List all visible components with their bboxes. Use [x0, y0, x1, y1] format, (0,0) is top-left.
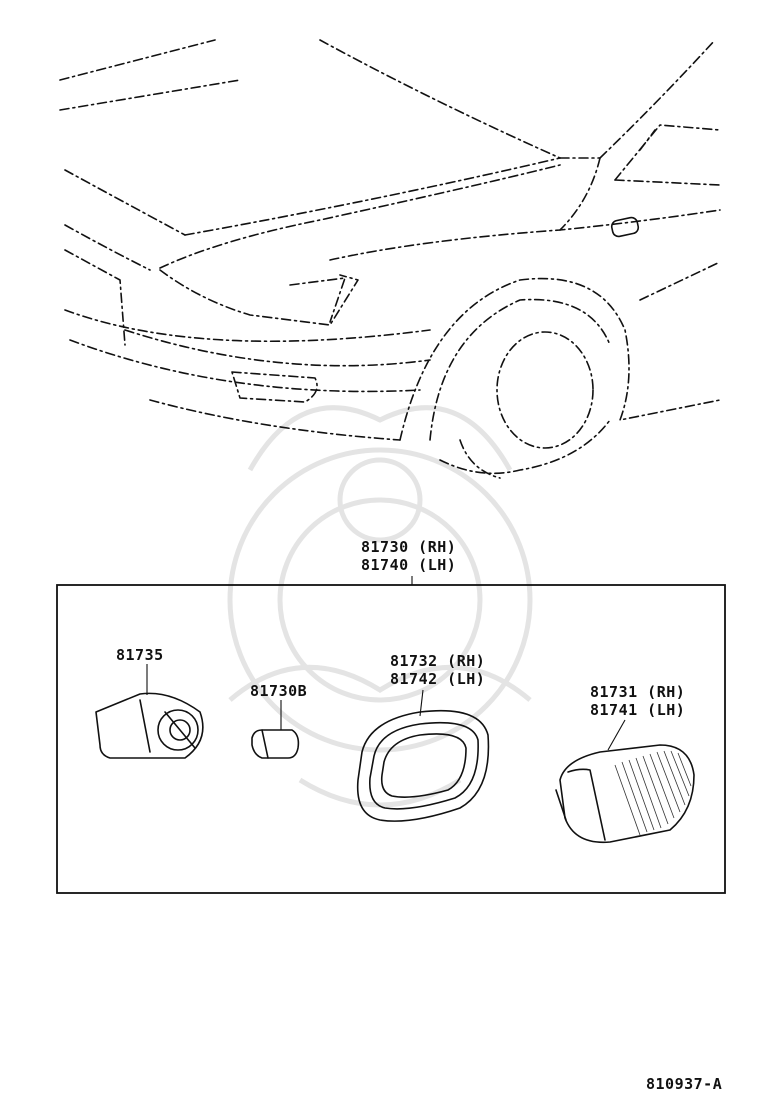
- watermark-emblem: [227, 405, 533, 808]
- gasket-part: [356, 689, 490, 822]
- assembly-label-lh: 81740 (LH): [361, 556, 457, 574]
- lens-label-rh: 81731 (RH): [590, 683, 686, 701]
- lens-part: [555, 719, 695, 844]
- figure-id: 810937-A: [646, 1075, 723, 1093]
- socket-label: 81735: [116, 646, 164, 664]
- assembly-label: 81730 (RH) 81740 (LH): [361, 538, 456, 574]
- socket-part: [95, 664, 204, 759]
- lens-hatching: [614, 750, 692, 836]
- bulb-part: [251, 700, 300, 759]
- gasket-label: 81732 (RH) 81742 (LH): [390, 652, 485, 688]
- lens-label-lh: 81741 (LH): [590, 701, 686, 719]
- bulb-label: 81730B: [250, 682, 308, 700]
- parts-frame: [56, 584, 726, 894]
- assembly-label-rh: 81730 (RH): [361, 538, 457, 556]
- lens-label: 81731 (RH) 81741 (LH): [590, 683, 685, 719]
- car-front-illustration: [59, 39, 721, 479]
- gasket-label-rh: 81732 (RH): [390, 652, 486, 670]
- gasket-label-lh: 81742 (LH): [390, 670, 486, 688]
